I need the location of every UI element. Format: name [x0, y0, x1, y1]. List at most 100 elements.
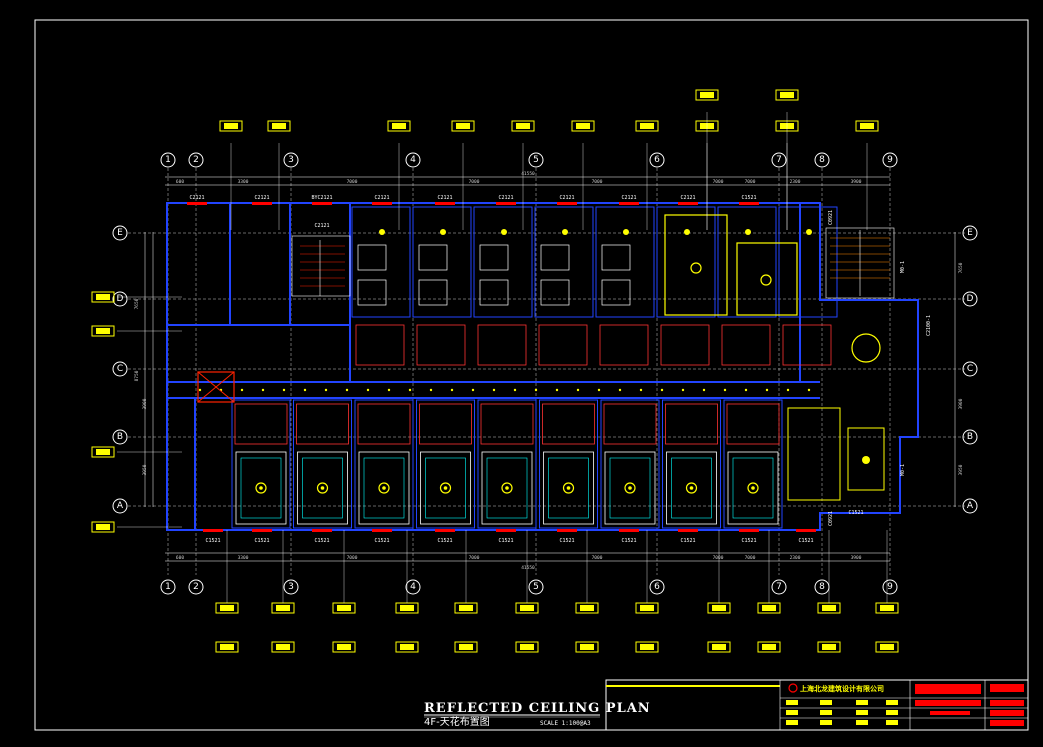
- corridor-light-26: [744, 388, 748, 392]
- drawing-title: REFLECTED CEILING PLAN: [424, 701, 651, 716]
- lamp-tag-box-t4: [511, 120, 535, 132]
- bottom-room-2: [354, 399, 414, 529]
- lamp-tag-box-bb9: [757, 641, 781, 653]
- window-top-mark-6: [557, 202, 577, 205]
- title-block-cell-6: [856, 700, 868, 705]
- corridor-light-27: [765, 388, 769, 392]
- bottom-bath-8: [726, 403, 780, 445]
- dim-bottom-1: 7000: [347, 555, 358, 561]
- grid-label-3-bottom: 3: [288, 582, 294, 592]
- lamp-tag-fill-bb0: [220, 644, 234, 650]
- grid-bubble-9-top: [882, 152, 898, 168]
- lamp-tag-box-l0: [91, 291, 115, 303]
- title-block-cell-3: [820, 700, 832, 705]
- lamp-tag-fill-b6: [580, 605, 594, 611]
- vertical-code-5: C0921: [828, 511, 834, 526]
- grid-label-E-left: E: [117, 228, 123, 238]
- bottom-room-5: [539, 399, 598, 529]
- top-lamp-3: [562, 229, 568, 235]
- lamp-tag-box-t10: [775, 89, 799, 101]
- lamp-tag-box-bb4: [454, 641, 478, 653]
- bottom-room-3: [416, 399, 475, 529]
- lamp-tag-box-t8: [695, 89, 719, 101]
- lamp-tag-fill-bb8: [712, 644, 726, 650]
- suite-ceiling-2: [736, 242, 798, 316]
- top-lamp-5: [684, 229, 690, 235]
- bottom-room-0: [231, 399, 291, 529]
- grid-label-9-top: 9: [887, 155, 893, 165]
- top-lamp-1: [440, 229, 446, 235]
- window-bottom-code-2: C1521: [314, 538, 329, 544]
- grid-label-4-bottom: 4: [410, 582, 416, 592]
- east-suite-lamp: [862, 456, 870, 464]
- window-top-code-9: C1521: [741, 195, 756, 201]
- lamp-tag-fill-t6: [640, 123, 654, 129]
- title-block: [605, 679, 1029, 731]
- bottom-panel-outer-7: [666, 451, 717, 525]
- bottom-lamp-4: [501, 482, 513, 494]
- grid-bubble-4-top: [405, 152, 421, 168]
- lamp-tag-fill-t4: [516, 123, 530, 129]
- side-dim-2: 8750: [134, 370, 140, 381]
- window-top-mark-2: [312, 202, 332, 205]
- suite-lamp-1: [690, 262, 702, 274]
- guest-rooms: [198, 206, 885, 529]
- left-dim-bottom: 600: [176, 555, 184, 561]
- grid-bubble-7-bottom: [771, 579, 787, 595]
- window-top-mark-4: [435, 202, 455, 205]
- grid-label-C-left: C: [117, 364, 123, 374]
- bottom-bath-3: [419, 403, 472, 445]
- window-bottom-mark-10: [796, 529, 816, 532]
- window-top-code-8: C2121: [680, 195, 695, 201]
- lamp-tag-fill-bb11: [880, 644, 894, 650]
- round-ceiling-feature: [851, 333, 881, 363]
- lamp-tag-box-t6: [635, 120, 659, 132]
- window-bottom-mark-7: [619, 529, 639, 532]
- lamp-tag-fill-bb5: [520, 644, 534, 650]
- lamp-tag-fill-b9: [762, 605, 776, 611]
- lamp-tag-box-bb6: [575, 641, 599, 653]
- left-dim-top: 600: [176, 179, 184, 185]
- bottom-panel-inner-3: [425, 457, 466, 519]
- top-bed-1-a: [418, 244, 448, 271]
- bottom-lamp-core-5: [566, 486, 571, 490]
- grid-label-A-right: A: [967, 501, 974, 511]
- bottom-panel-inner-4: [486, 457, 528, 519]
- corridor-light-8: [366, 388, 370, 392]
- dim-top-2: 7000: [469, 179, 480, 185]
- grid-label-B-right: B: [967, 432, 973, 442]
- lamp-tag-fill-t8: [700, 92, 714, 98]
- grid-bubble-2-top: [188, 152, 204, 168]
- bottom-room-6: [600, 399, 660, 529]
- corridor-light-5: [303, 388, 307, 392]
- corridor-light-25: [723, 388, 727, 392]
- window-bottom-code-4: C1521: [437, 538, 452, 544]
- top-room-4: [595, 206, 655, 318]
- top-bed-0-b: [357, 279, 387, 306]
- vertical-code-6: C1521: [848, 510, 863, 516]
- lamp-tag-fill-l2: [96, 449, 110, 455]
- bottom-lamp-core-4: [505, 486, 509, 490]
- lamp-tag-fill-bb1: [276, 644, 290, 650]
- top-room-1: [412, 206, 472, 318]
- grid-label-7-top: 7: [776, 155, 782, 165]
- dim-top-7: 3900: [851, 179, 862, 185]
- window-top-code-2: BYC2121: [311, 195, 332, 201]
- window-bottom-mark-6: [557, 529, 577, 532]
- lamp-tag-fill-b0: [220, 605, 234, 611]
- lamp-tag-box-bb10: [817, 641, 841, 653]
- lamp-tag-fill-bb4: [459, 644, 473, 650]
- grid-bubble-C-right: [962, 361, 978, 377]
- lamp-tag-box-t3: [451, 120, 475, 132]
- dim-top-3: 7000: [592, 179, 603, 185]
- dim-bottom-6: 2300: [790, 555, 801, 561]
- grid-label-2-bottom: 2: [193, 582, 199, 592]
- lamp-tag-fill-bb2: [337, 644, 351, 650]
- lamp-tag-box-bb8: [707, 641, 731, 653]
- window-bottom-code-1: C1521: [254, 538, 269, 544]
- bottom-room-4: [477, 399, 537, 529]
- grid-label-E-right: E: [967, 228, 973, 238]
- lamp-tag-fill-t10: [780, 92, 794, 98]
- lamp-tag-fill-b7: [640, 605, 654, 611]
- grid-bubble-E-left: [112, 225, 128, 241]
